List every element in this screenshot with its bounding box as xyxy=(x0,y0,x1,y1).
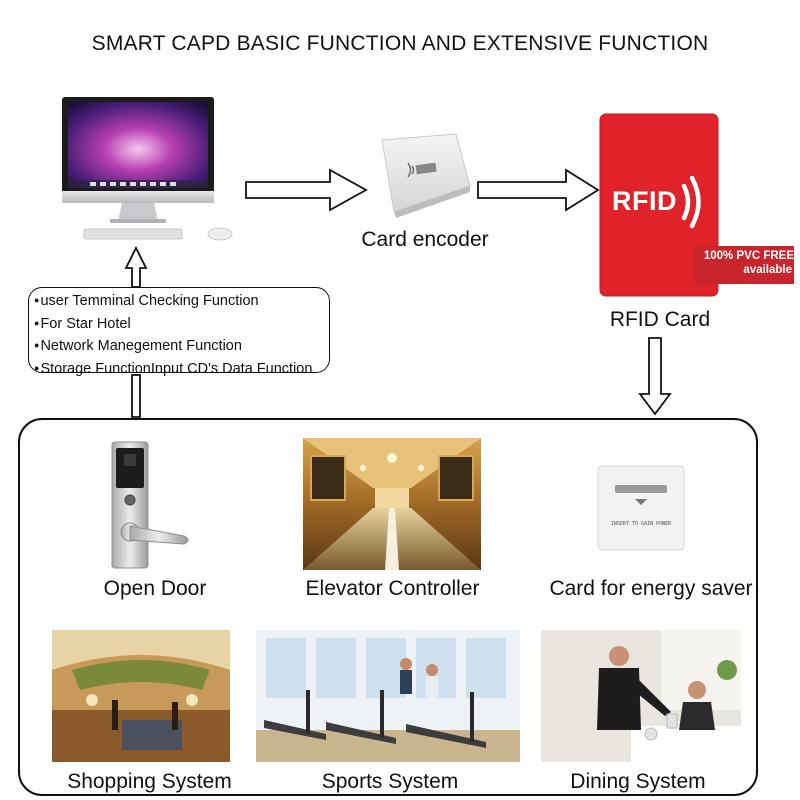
pvc-free-badge-line2: available xyxy=(743,264,792,276)
diagram-title: SMART CAPD BASIC FUNCTION AND EXTENSIVE … xyxy=(91,32,709,55)
shopping-mall-image xyxy=(52,630,230,762)
arrow-encoder-to-card xyxy=(477,168,600,212)
function-item: Network Manegement Function xyxy=(34,335,329,358)
elevator-hall-image xyxy=(303,438,481,570)
application-label-dining-system: Dining System xyxy=(570,770,706,793)
door-lock-image xyxy=(100,440,195,570)
function-item: For Star Hotel xyxy=(34,313,329,336)
pvc-free-badge: 100% PVC FREE available xyxy=(694,249,794,277)
rfid-card-label: RFID Card xyxy=(609,308,711,331)
energy-slot-text: INSERT TO GAIN POWER xyxy=(610,521,672,527)
arrow-computer-to-encoder xyxy=(245,168,368,212)
pvc-free-badge-line1: 100% PVC FREE xyxy=(703,250,794,262)
rfid-card-logo: RFID xyxy=(612,186,677,216)
gym-image xyxy=(256,630,520,762)
function-item: Storage FunctionInput CD's Data Function xyxy=(34,358,329,381)
dining-image xyxy=(541,630,741,762)
applications-box xyxy=(18,418,758,796)
card-encoder-image xyxy=(368,130,474,218)
function-list-box: user Temminal Checking Function For Star… xyxy=(28,287,330,377)
arrow-functions-to-computer xyxy=(124,245,148,288)
rfid-card-image xyxy=(598,112,796,298)
application-label-shopping-system: Shopping System xyxy=(67,770,232,793)
application-label-energy-saver: Card for energy saver xyxy=(549,577,753,600)
application-label-open-door: Open Door xyxy=(103,577,207,600)
function-list: user Temminal Checking Function For Star… xyxy=(34,290,329,380)
computer-image xyxy=(60,95,246,245)
application-label-sports-system: Sports System xyxy=(321,770,459,793)
application-label-elevator-controller: Elevator Controller xyxy=(305,577,480,600)
card-encoder-label: Card encoder xyxy=(361,228,489,251)
arrow-applications-to-functions xyxy=(131,374,141,418)
arrow-card-to-applications xyxy=(638,337,672,416)
energy-saver-switch-image xyxy=(597,465,685,551)
function-item: user Temminal Checking Function xyxy=(34,290,329,313)
